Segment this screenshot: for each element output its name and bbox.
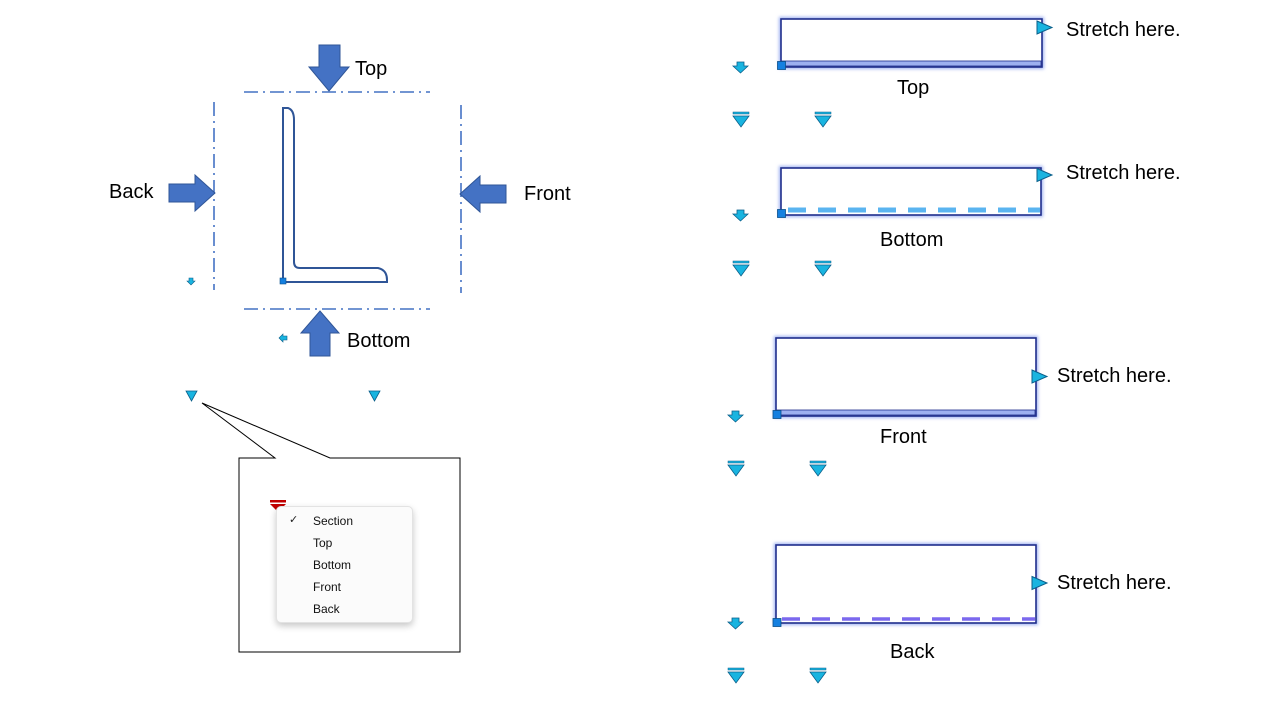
view-top-stretch-label: Stretch here. [1066,19,1181,41]
view-front-box [775,337,1037,417]
view-back-name: Back [890,641,935,663]
view-top-lookup-grip-icon[interactable] [732,111,750,128]
view-bottom-flip-grip-icon[interactable] [731,209,750,222]
view-bottom-lookup-grip-icon-2[interactable] [814,260,832,277]
view-top-stretch-grip-icon[interactable] [1036,20,1054,35]
label-top: Top [355,58,388,80]
menu-item-bottom[interactable]: Bottom [313,558,352,572]
view-front-name: Front [880,426,927,448]
view-bottom-box [780,167,1042,216]
view-bottom-lookup-grip-icon[interactable] [732,260,750,277]
insertion-grip[interactable] [279,277,287,285]
label-bottom: Bottom [347,330,411,352]
view-back-flip-grip-icon[interactable] [726,617,745,630]
view-bottom-name: Bottom [880,229,944,251]
view-top-name: Top [897,77,930,99]
view-bottom-stretch-label: Stretch here. [1066,162,1181,184]
view-back-lookup-grip-icon[interactable] [727,667,745,684]
view-front-lookup-grip-icon[interactable] [727,460,745,477]
view-front-stretch-label: Stretch here. [1057,365,1172,387]
view-front-band [776,409,1036,416]
view-top [731,17,1054,128]
l-profile [282,107,388,283]
menu-item-top[interactable]: Top [313,536,333,550]
view-front [726,336,1049,477]
view-back [726,543,1049,684]
lookup-grip-icon[interactable] [185,390,198,402]
view-top-box [780,18,1043,68]
view-bottom-stretch-grip-icon[interactable] [1036,167,1054,183]
menu-item-back[interactable]: Back [313,602,340,616]
menu-item-section[interactable]: Section [289,515,353,527]
view-back-insert-grip[interactable] [772,618,782,627]
view-back-stretch-grip-icon[interactable] [1031,575,1049,591]
view-bottom [731,166,1054,277]
flip-down-grip-icon[interactable] [186,277,196,286]
top-arrow-icon [307,44,351,92]
lookup-context-menu: Section Top Bottom Front Back [276,506,413,623]
flip-left-grip-icon[interactable] [278,333,288,343]
view-top-flip-grip-icon[interactable] [731,61,750,74]
view-bottom-insert-grip[interactable] [777,209,786,218]
view-front-stretch-grip-icon[interactable] [1031,369,1049,384]
view-back-lookup-grip-icon-2[interactable] [809,667,827,684]
label-front: Front [524,183,571,205]
view-back-box [775,544,1037,624]
label-back: Back [109,181,154,203]
view-back-stretch-label: Stretch here. [1057,572,1172,594]
menu-item-front[interactable]: Front [313,580,342,594]
view-top-lookup-grip-icon-2[interactable] [814,111,832,128]
back-arrow-icon [168,173,216,213]
view-front-flip-grip-icon[interactable] [726,410,745,423]
lookup-grip-icon-2[interactable] [368,390,381,402]
view-front-insert-grip[interactable] [772,410,782,419]
view-top-band [781,60,1042,67]
bottom-arrow-icon [299,310,341,357]
view-front-lookup-grip-icon-2[interactable] [809,460,827,477]
view-top-insert-grip[interactable] [777,61,786,70]
front-arrow-icon [459,174,507,214]
